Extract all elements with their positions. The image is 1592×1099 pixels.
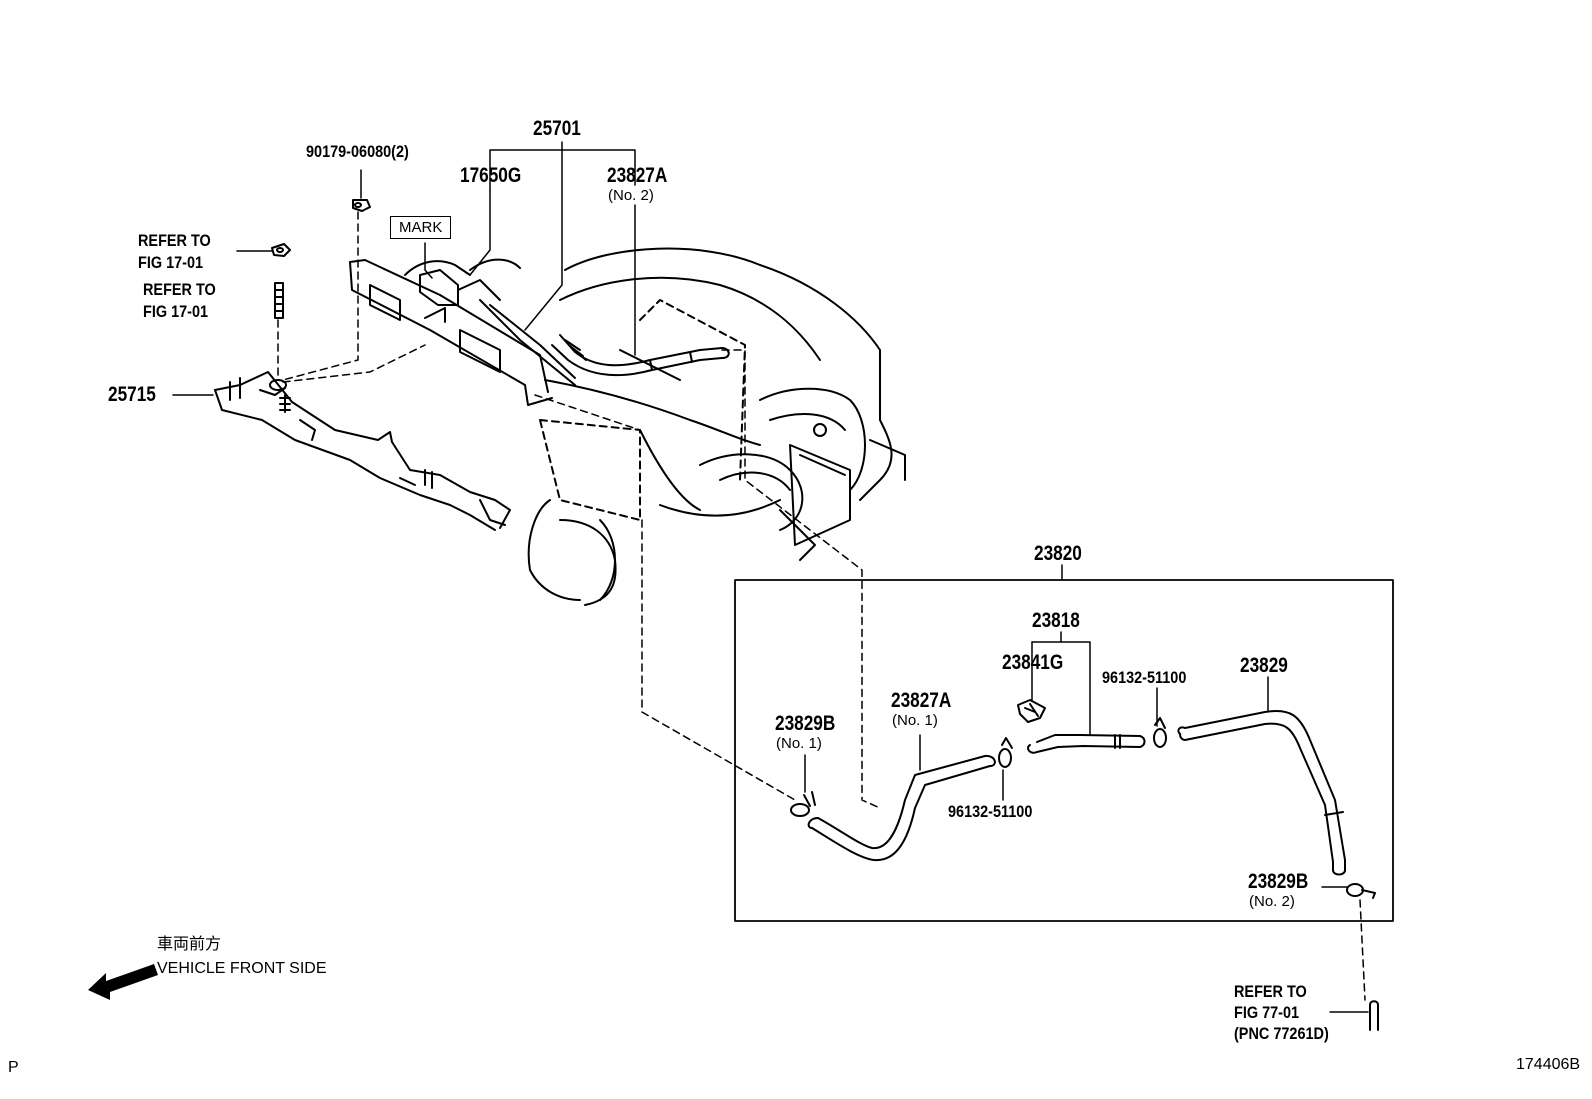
label-refer2-a: REFER TO: [143, 280, 216, 299]
label-refer2-b: FIG 17-01: [143, 302, 209, 321]
hose-23829: [1178, 711, 1345, 875]
engine-body: [529, 249, 905, 605]
vehicle-front-arrow: [88, 964, 158, 1000]
label-23841g: 23841G: [1002, 651, 1064, 674]
label-96132-top: 96132-51100: [1102, 668, 1187, 687]
nut-90179: [353, 200, 370, 211]
label-refer1-b: FIG 17-01: [138, 253, 204, 272]
label-front-jp: 車両前方: [157, 936, 222, 953]
label-refer1-a: REFER TO: [138, 231, 211, 250]
label-refer3-c: (PNC 77261D): [1234, 1024, 1329, 1043]
kit-box-23820: [735, 580, 1393, 921]
label-17650g: 17650G: [460, 164, 522, 187]
label-25701: 25701: [533, 117, 581, 140]
hose-23818: [1028, 735, 1145, 753]
pipe-end: [1370, 1001, 1378, 1030]
clamp-96132-lower: [999, 738, 1012, 767]
label-25715: 25715: [108, 383, 156, 406]
mark-label: MARK: [390, 216, 452, 239]
label-refer3-b: FIG 77-01: [1234, 1003, 1300, 1022]
label-no2-a: (No. 2): [608, 187, 654, 204]
label-refer3-a: REFER TO: [1234, 982, 1307, 1001]
clip-23841g: [1018, 700, 1045, 722]
label-23820: 23820: [1034, 542, 1082, 565]
label-no2-b: (No. 2): [1249, 893, 1295, 910]
label-23829: 23829: [1240, 654, 1288, 677]
label-23829b-no2: 23829B: [1248, 870, 1309, 893]
label-23827a-no2: 23827A: [607, 164, 668, 187]
clamp-96132-upper: [1154, 718, 1166, 747]
label-96132-bottom: 96132-51100: [948, 802, 1033, 821]
figure-id: 174406B: [1516, 1056, 1581, 1073]
refer-nut: [272, 244, 290, 256]
label-no1-a: (No. 1): [892, 712, 938, 729]
leader-lines: [173, 142, 1368, 1012]
label-90179: 90179-06080(2): [306, 142, 409, 161]
clamp-23829b-no2: [1347, 884, 1375, 898]
bracket-25715: [215, 372, 510, 530]
refer-stud: [275, 283, 283, 318]
label-23829b-no1: 23829B: [775, 712, 836, 735]
hose-23827a-no2: [552, 335, 729, 375]
dashed-assembly-lines: [278, 212, 1365, 1000]
vsv-bracket: [350, 260, 575, 405]
label-no1-b: (No. 1): [776, 735, 822, 752]
label-23818: 23818: [1032, 609, 1080, 632]
hose-23827a-no1: [809, 756, 995, 860]
label-front-en: VEHICLE FRONT SIDE: [157, 960, 327, 977]
corner-p-label: P: [8, 1059, 19, 1076]
label-23827a-no1: 23827A: [891, 689, 952, 712]
clamp-23829b-no1: [791, 792, 815, 816]
